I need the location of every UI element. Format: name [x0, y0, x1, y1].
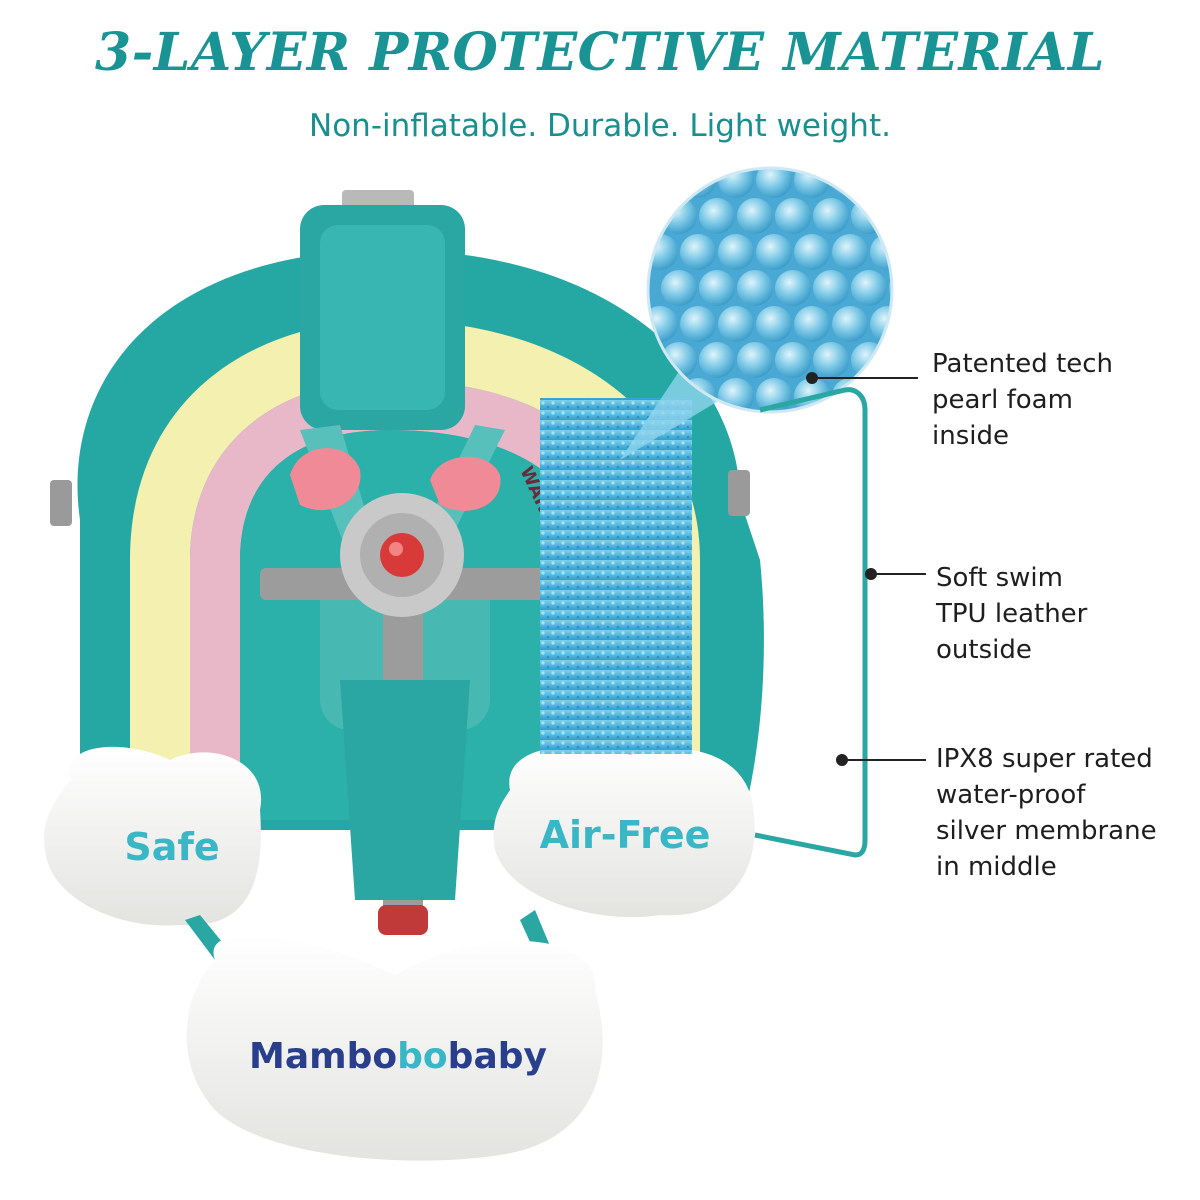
buckle-release-button [380, 533, 424, 577]
brand-logo: Mambobobaby [249, 1036, 547, 1077]
foam-bubble [718, 234, 754, 270]
foam-bubble [718, 168, 754, 198]
strap-tab [378, 905, 428, 935]
foam-bubble [813, 198, 849, 234]
foam-bubble [832, 306, 868, 342]
foam-bubble [661, 198, 697, 234]
foam-bubble [813, 270, 849, 306]
foam-bubble [718, 306, 754, 342]
callout-leaders [806, 372, 926, 766]
foam-bubble [661, 270, 697, 306]
foam-bubble [756, 306, 792, 342]
right-side-buckle [728, 470, 750, 516]
foam-bubble [737, 270, 773, 306]
right-pad [493, 746, 755, 918]
front-seat-panel [340, 680, 470, 900]
foam-bubble [889, 198, 892, 234]
foam-bubble [889, 342, 892, 378]
foam-bubble [680, 306, 716, 342]
foam-bubble [756, 168, 792, 198]
left-pad-label: Safe [124, 825, 219, 869]
foam-bubble [851, 270, 887, 306]
right-pad-label: Air-Free [540, 813, 711, 857]
foam-bubble [775, 198, 811, 234]
foam-bubble [737, 342, 773, 378]
foam-bubble [832, 168, 868, 198]
foam-bubble [870, 168, 892, 198]
brand-logo-suffix: baby [448, 1036, 547, 1077]
subheadline: Non-inflatable. Durable. Light weight. [309, 108, 891, 144]
zoom-connector [620, 370, 720, 460]
foam-bubble [832, 234, 868, 270]
foam-bubble [794, 234, 830, 270]
foam-bubble [680, 234, 716, 270]
foam-bubble [648, 168, 678, 198]
foam-bubble [699, 342, 735, 378]
callout-pearl-foam: Patented tech pearl foam inside [932, 349, 1114, 451]
right-wing-decoration [430, 456, 501, 511]
foam-bubble [870, 378, 892, 412]
brand-logo-prefix: Mambo [249, 1036, 397, 1077]
left-pad [44, 746, 262, 926]
callout-silver-membrane: IPX8 super rated water-proof silver memb… [936, 744, 1157, 882]
brand-logo-highlight: bo [397, 1036, 448, 1077]
left-side-buckle [50, 480, 72, 526]
foam-bubble [775, 342, 811, 378]
brand-pad [186, 934, 603, 1161]
pearl-foam-strip [540, 398, 692, 754]
callout-tpu-leather: Soft swim TPU leather outside [936, 563, 1088, 665]
headline: 3-LAYER PROTECTIVE MATERIAL [95, 22, 1105, 83]
headrest-highlight [320, 225, 445, 410]
foam-bubble [699, 270, 735, 306]
foam-bubble [889, 270, 892, 306]
foam-bubble [737, 198, 773, 234]
foam-bubble [756, 234, 792, 270]
foam-bubble [699, 198, 735, 234]
foam-bubble [813, 342, 849, 378]
left-wing-decoration [290, 448, 361, 511]
foam-bubble [794, 306, 830, 342]
foam-bubble [775, 270, 811, 306]
tpu-bracket-outline [754, 387, 868, 858]
